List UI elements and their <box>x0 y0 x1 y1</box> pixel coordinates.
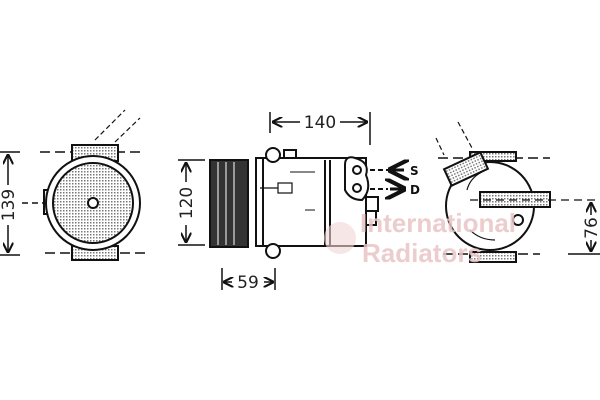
dimension-139: 139 <box>0 151 20 256</box>
front-view <box>22 109 150 261</box>
dimension-140-label: 140 <box>304 113 336 133</box>
dimension-120-label: 120 <box>177 187 197 219</box>
rear-view <box>435 121 600 263</box>
watermark-line2: Radiators <box>362 238 482 268</box>
dimension-120: 120 <box>177 159 205 246</box>
discharge-port-label: D <box>410 183 420 197</box>
dimension-140: 140 <box>269 112 371 145</box>
suction-port-label: S <box>410 164 419 178</box>
dimension-59-label: 59 <box>237 273 259 293</box>
watermark-line1: International <box>360 208 516 238</box>
dimension-76-label: 76 <box>582 217 600 239</box>
side-view <box>209 147 379 259</box>
dimension-76: 76 <box>568 203 600 255</box>
watermark: International Radiators <box>324 208 516 268</box>
port-labels: S D <box>370 164 420 197</box>
dimension-59: 59 <box>221 268 276 293</box>
dimension-139-label: 139 <box>0 189 19 221</box>
